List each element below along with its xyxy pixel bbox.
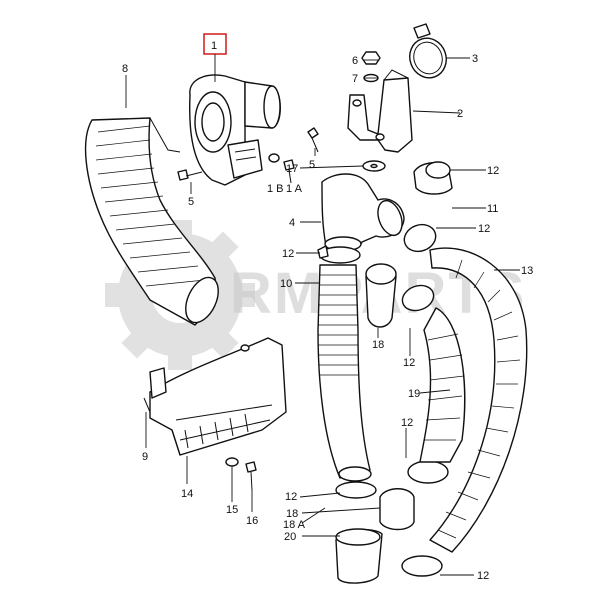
- callout-12-d: 12: [403, 357, 415, 369]
- callout-16: 16: [246, 515, 258, 527]
- part-1-fasteners: [268, 153, 295, 184]
- callout-15: 15: [226, 504, 238, 516]
- callout-1b: 1 B: [267, 183, 284, 195]
- callout-5-left: 5: [188, 196, 194, 208]
- callout-18-b: 18: [286, 508, 298, 520]
- callout-5-right: 5: [309, 159, 315, 171]
- part-18-sleeve: [365, 263, 415, 531]
- callout-10: 10: [280, 278, 292, 290]
- part-15-16-fasteners: [225, 457, 257, 491]
- callout-19: 19: [408, 388, 420, 400]
- callout-9: 9: [142, 451, 148, 463]
- part-2-bracket: [347, 69, 413, 153]
- part-1-blower-housing: [188, 33, 281, 186]
- part-5-screws: [177, 127, 319, 181]
- callout-labels: 1 1 A 1 B 2 3 4 5 5 6 7 8 9 10 11 12 12 …: [122, 40, 533, 582]
- part-10-flex-hose: [317, 264, 372, 482]
- callout-4: 4: [289, 217, 295, 229]
- part-17-washer: [362, 160, 386, 172]
- part-11-clamp: [413, 161, 453, 195]
- callout-12-g: 12: [477, 570, 489, 582]
- part-6-7-nut-washer: [361, 51, 381, 83]
- callout-13: 13: [521, 265, 533, 277]
- leader-lines: [125, 57, 520, 576]
- callout-12-e: 12: [401, 417, 413, 429]
- callout-12-a: 12: [487, 165, 499, 177]
- callout-18A: 18 A: [283, 519, 306, 531]
- part-3-clamp: [409, 23, 447, 79]
- callout-12-c: 12: [282, 248, 294, 260]
- callout-20: 20: [284, 531, 296, 543]
- callout-11: 11: [487, 203, 498, 215]
- part-9-clip: [143, 367, 167, 413]
- part-13-long-hose: [429, 247, 528, 553]
- part-20-tube: [335, 528, 383, 584]
- callout-12-b: 12: [478, 223, 490, 235]
- part-14-duct: [149, 337, 287, 456]
- callout-3: 3: [472, 53, 478, 65]
- part-19-hose: [419, 307, 466, 463]
- callout-8: 8: [122, 63, 128, 75]
- callout-7: 7: [352, 73, 358, 85]
- callout-2: 2: [457, 108, 463, 120]
- callout-6: 6: [352, 55, 358, 67]
- callout-1a: 1 A: [286, 183, 303, 195]
- callout-18-a: 18: [372, 339, 384, 351]
- callout-12-f: 12: [285, 491, 297, 503]
- callout-17: 17: [286, 163, 298, 175]
- callout-1: 1: [211, 40, 217, 52]
- part-4-elbow: [321, 173, 405, 252]
- callout-14: 14: [181, 488, 193, 500]
- part-8-air-hose: [84, 117, 219, 326]
- part-12-clamps: [317, 223, 449, 577]
